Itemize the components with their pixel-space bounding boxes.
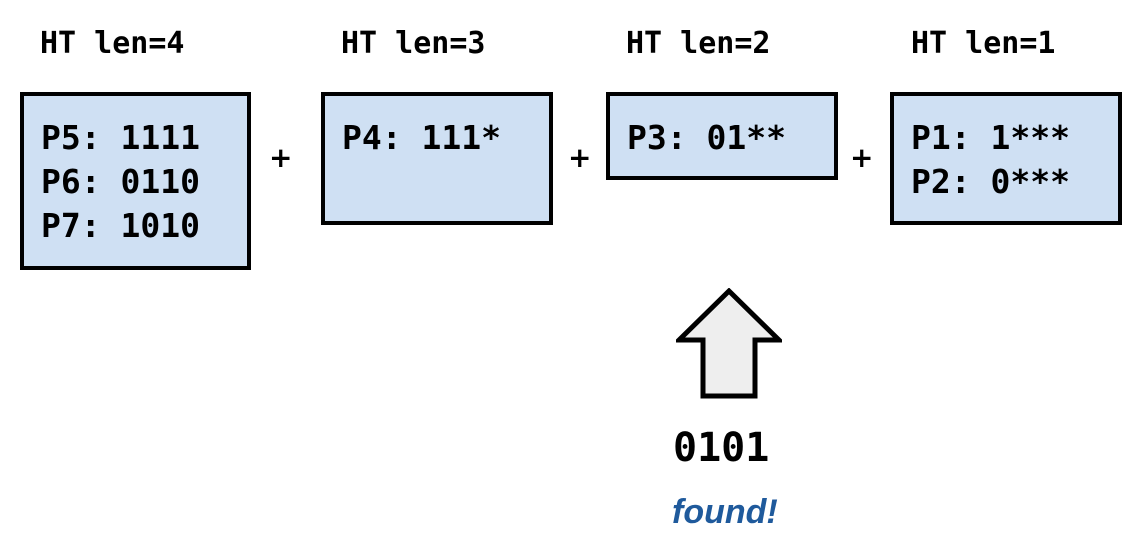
- hash-table-len-4: P5: 1111 P6: 0110 P7: 1010: [20, 92, 251, 270]
- table-entry: P6: 0110: [41, 162, 200, 201]
- table-entry: P1: 1***: [911, 118, 1070, 157]
- table-entry: P4: 111*: [342, 118, 501, 157]
- table-title-len-2: HT len=2: [626, 26, 771, 61]
- query-key: 0101: [673, 425, 770, 471]
- plus-operator: +: [568, 141, 592, 174]
- table-title-len-3: HT len=3: [341, 26, 486, 61]
- table-title-len-4: HT len=4: [40, 26, 185, 61]
- hash-table-len-1: P1: 1*** P2: 0***: [890, 92, 1122, 225]
- hash-table-len-3: P4: 111*: [321, 92, 553, 225]
- plus-operator: +: [850, 141, 874, 174]
- table-entry: P3: 01**: [627, 118, 786, 157]
- plus-operator: +: [269, 141, 293, 174]
- table-entry: P7: 1010: [41, 206, 200, 245]
- up-arrow-icon: [676, 288, 782, 399]
- table-title-len-1: HT len=1: [911, 26, 1056, 61]
- hash-table-len-2: P3: 01**: [606, 92, 838, 180]
- up-arrow-shape: [676, 288, 782, 399]
- table-entry: P5: 1111: [41, 118, 200, 157]
- found-label: found!: [672, 493, 778, 531]
- table-entry: P2: 0***: [911, 162, 1070, 201]
